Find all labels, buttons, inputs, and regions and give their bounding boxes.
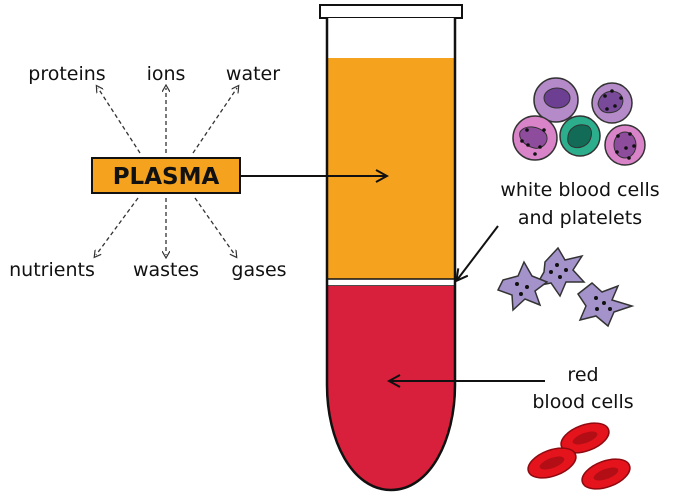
tube-outline bbox=[325, 18, 457, 492]
red-blood-cell-icon bbox=[560, 422, 610, 454]
arrow-to-gases bbox=[194, 197, 235, 255]
label-gases: gases bbox=[231, 259, 286, 281]
wbc-cell-icon bbox=[591, 82, 633, 124]
plasma-component-arrows bbox=[96, 88, 237, 255]
arrow-to-proteins bbox=[98, 88, 141, 154]
label-wbc-line2: and platelets bbox=[518, 207, 642, 229]
label-rbc-line2: blood cells bbox=[532, 391, 633, 413]
platelets-illustration bbox=[496, 246, 635, 328]
plasma-label: PLASMA bbox=[91, 157, 241, 194]
platelet-icon bbox=[496, 260, 549, 312]
label-nutrients: nutrients bbox=[9, 259, 95, 281]
label-proteins: proteins bbox=[28, 63, 105, 85]
label-wastes: wastes bbox=[133, 259, 199, 281]
label-rbc-line1: red bbox=[567, 364, 598, 386]
label-wbc-line1: white blood cells bbox=[500, 179, 659, 201]
platelet-icon bbox=[576, 282, 635, 328]
platelet-icon bbox=[534, 246, 586, 298]
test-tube bbox=[319, 4, 463, 492]
red-cell-layer bbox=[327, 286, 455, 490]
wbc-cell-icon bbox=[604, 124, 646, 166]
red-blood-cells-illustration bbox=[527, 422, 631, 490]
white-blood-cells-illustration bbox=[512, 77, 646, 166]
tube-empty-top bbox=[327, 18, 455, 58]
arrow-to-nutrients bbox=[96, 197, 139, 255]
plasma-label-text: PLASMA bbox=[113, 164, 220, 190]
label-ions: ions bbox=[147, 63, 186, 85]
red-blood-cell-icon bbox=[581, 458, 631, 490]
tube-cap bbox=[319, 4, 463, 19]
wbc-cell-icon bbox=[512, 115, 558, 161]
red-blood-cell-icon bbox=[527, 447, 577, 479]
wbc-cell-icon bbox=[533, 77, 579, 123]
arrow-to-water bbox=[192, 88, 237, 154]
buffy-coat-layer bbox=[327, 279, 455, 286]
plasma-layer bbox=[327, 58, 455, 279]
wbc-cell-icon bbox=[559, 115, 601, 157]
label-water: water bbox=[226, 63, 280, 85]
wbc-arrow bbox=[457, 225, 499, 280]
